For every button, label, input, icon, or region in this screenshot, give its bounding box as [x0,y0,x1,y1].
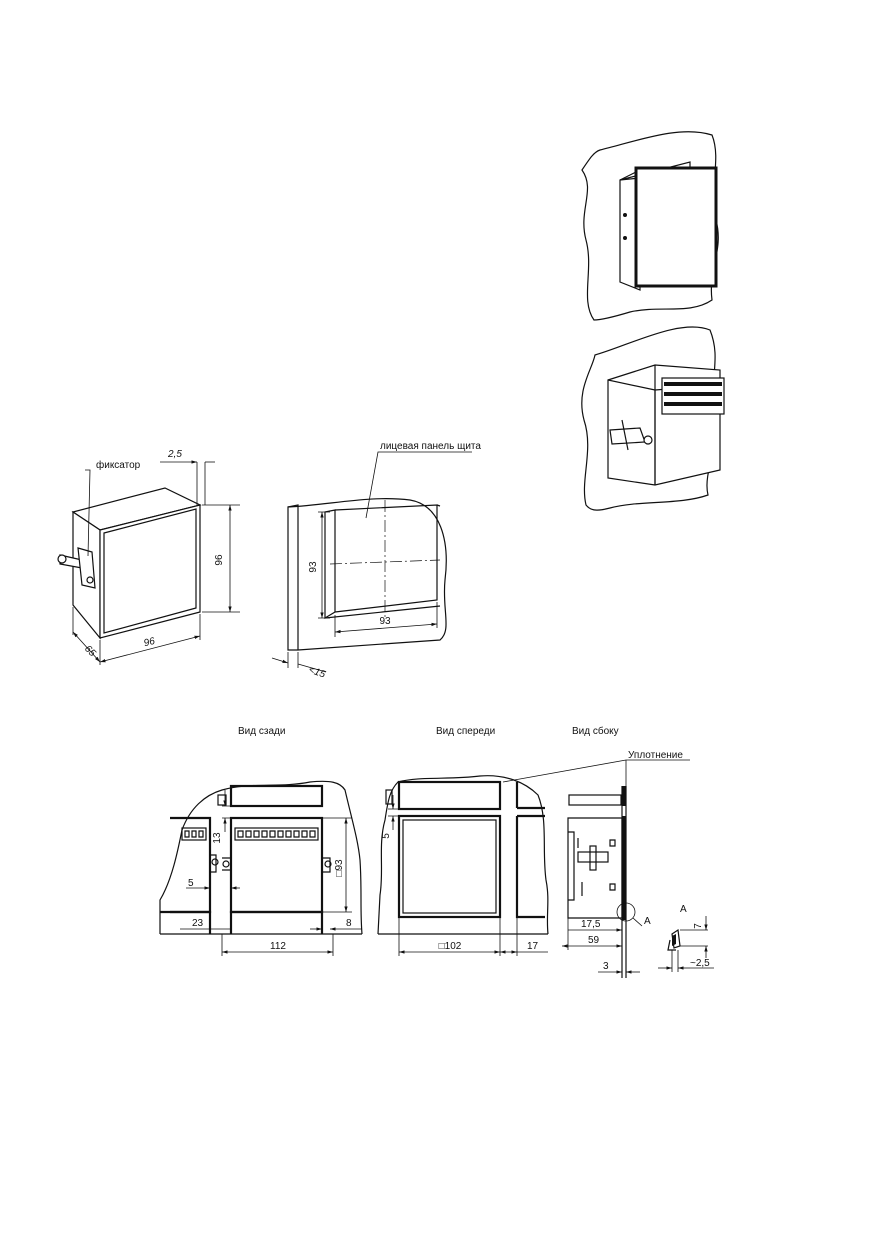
dim-front-102: □102 [439,941,462,952]
dim-rear-93: □93 [334,859,345,877]
detail-a-ref: А [644,916,651,927]
side-view: Уплотнение А 17,5 59 3 [502,750,690,978]
dim-side-59: 59 [588,935,600,946]
dim-rear-112: 112 [270,941,286,952]
dim-cut-height: 93 [308,561,319,573]
dim-rear-8: 8 [346,918,352,929]
dim-rear-13: 13 [212,832,223,844]
terminal-block [661,377,725,415]
dim-front-5: 5 [381,833,392,839]
retainer-clip [57,547,96,589]
detail-a: А 7 ~2,5 [658,904,714,972]
side-view-title: Вид сбоку [572,725,619,737]
dim-detail-7: 7 [693,923,704,929]
dim-iso-height: 96 [214,554,225,566]
retainer-label: фиксатор [96,459,141,471]
dim-iso-width: 96 [143,636,157,649]
isometric-device: фиксатор 2,5 96 96 65 [57,449,240,665]
dim-detail-25: ~2,5 [690,958,710,969]
rear-view-title: Вид сзади [238,726,285,737]
seal-label: Уплотнение [628,750,683,761]
front-view: 5 □102 17 [377,775,549,956]
dim-side-175: 17,5 [581,919,601,930]
panel-face-label: лицевая панель щита [380,441,481,452]
front-view-title: Вид спереди [436,726,495,737]
dim-rear-23: 23 [192,918,204,929]
dim-iso-gap: 2,5 [167,449,182,460]
dim-rear-5: 5 [188,878,194,889]
mounted-rear-illustration [581,326,725,511]
mounted-front-illustration [581,131,719,321]
dim-side-3: 3 [603,961,609,972]
panel-cutout: 93 93 <15 лицевая панель щита [271,441,481,681]
detail-a-title: А [680,904,687,915]
dim-front-17: 17 [527,941,539,952]
dim-cut-width: 93 [379,616,391,627]
rear-view: 13 5 23 8 □93 112 [159,780,363,956]
dim-wall-thickness: <15 [307,664,327,680]
